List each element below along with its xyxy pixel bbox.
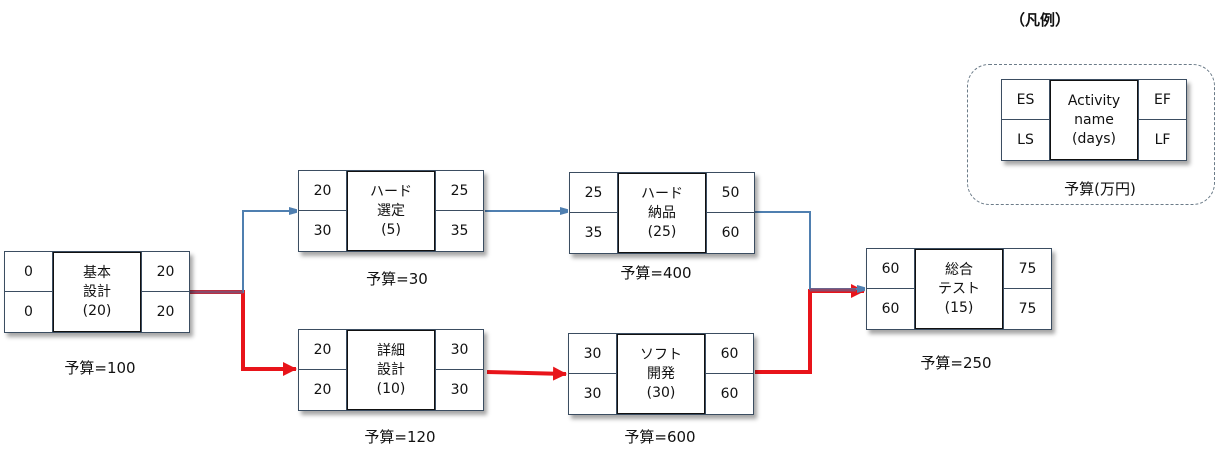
early-start: 20 (299, 171, 347, 211)
activity-budget: 予算=100 (64, 359, 136, 377)
activity-node[interactable]: 25 35 ハード 納品 (25) 50 60 (569, 172, 755, 254)
early-finish: 60 (705, 334, 753, 374)
legend-es: ES (1002, 80, 1050, 120)
activity-node[interactable]: 60 60 総合 テスト (15) 75 75 (866, 248, 1052, 330)
legend-name-line: (days) (1072, 130, 1116, 147)
activity-name-line: 選定 (377, 202, 405, 219)
activity-name: ハード 納品 (25) (618, 173, 706, 253)
early-start: 20 (299, 330, 347, 370)
late-start: 30 (299, 211, 347, 251)
activity-name-line: 詳細 (377, 342, 405, 359)
late-start: 0 (5, 292, 53, 332)
activity-duration: (30) (646, 384, 676, 401)
activity-name-line: 納品 (648, 204, 676, 221)
activity-name-line: ハード (641, 185, 683, 202)
late-start: 30 (569, 374, 617, 414)
late-start: 20 (299, 370, 347, 410)
legend-name-line: name (1074, 111, 1114, 128)
arrow-kihon-to-shousai (190, 290, 297, 376)
activity-name: 詳細 設計 (10) (347, 330, 435, 410)
activity-node[interactable]: 0 0 基本 設計 (20) 20 20 (4, 251, 190, 333)
early-finish: 50 (706, 173, 754, 213)
legend-ef: EF (1138, 80, 1186, 120)
early-finish: 25 (435, 171, 483, 211)
activity-name-line: 開発 (647, 365, 675, 382)
late-finish: 30 (435, 370, 483, 410)
activity-budget: 予算=400 (620, 264, 692, 282)
activity-name-line: 設計 (377, 361, 405, 378)
activity-duration: (20) (82, 302, 112, 319)
activity-name-line: テスト (938, 280, 980, 297)
activity-name-line: ハード (370, 183, 412, 200)
late-start: 60 (867, 289, 915, 329)
early-start: 25 (570, 173, 618, 213)
legend-lf: LF (1138, 120, 1186, 160)
activity-name: ソフト 開発 (30) (617, 334, 705, 414)
late-finish: 60 (706, 213, 754, 253)
activity-name-line: 設計 (83, 283, 111, 300)
arrow-shousai-to-soft (486, 366, 567, 381)
early-start: 60 (867, 249, 915, 289)
early-start: 0 (5, 252, 53, 292)
activity-node[interactable]: 20 20 詳細 設計 (10) 30 30 (298, 329, 484, 411)
activity-name-line: 総合 (945, 261, 973, 278)
late-finish: 20 (141, 292, 189, 332)
activity-budget: 予算=600 (624, 428, 696, 446)
late-finish: 60 (705, 374, 753, 414)
activity-name: 基本 設計 (20) (53, 252, 141, 332)
legend-title: （凡例） (1010, 11, 1071, 29)
early-finish: 20 (141, 252, 189, 292)
arrow-soft-to-test (755, 284, 865, 374)
late-start: 35 (570, 213, 618, 253)
activity-duration: (25) (647, 223, 677, 240)
legend-name-line: Activity (1067, 92, 1121, 109)
legend-activity-name: Activity name (days) (1050, 80, 1138, 160)
activity-name: 総合 テスト (15) (915, 249, 1003, 329)
activity-budget: 予算=120 (364, 428, 436, 446)
activity-node[interactable]: 20 30 ハード 選定 (5) 25 35 (298, 170, 484, 252)
early-finish: 75 (1003, 249, 1051, 289)
legend-frame (967, 64, 1215, 205)
activity-name: ハード 選定 (5) (347, 171, 435, 251)
activity-budget: 予算=30 (366, 270, 428, 288)
activity-name-line: ソフト (640, 346, 682, 363)
activity-duration: (5) (381, 221, 401, 238)
late-finish: 75 (1003, 289, 1051, 329)
arrow-nouhin-to-test (755, 211, 864, 289)
late-finish: 35 (435, 211, 483, 251)
activity-duration: (15) (944, 299, 974, 316)
legend-ls: LS (1002, 120, 1050, 160)
early-finish: 30 (435, 330, 483, 370)
activity-name-line: 基本 (83, 264, 111, 281)
early-start: 30 (569, 334, 617, 374)
legend-node: ES LS Activity name (days) EF LF (1001, 79, 1187, 161)
arrow-kihon-to-hard-sentei (190, 211, 296, 293)
activity-node[interactable]: 30 30 ソフト 開発 (30) 60 60 (568, 333, 754, 415)
activity-budget: 予算=250 (920, 354, 992, 372)
legend-budget: 予算(万円) (1064, 180, 1136, 198)
activity-duration: (10) (376, 380, 406, 397)
